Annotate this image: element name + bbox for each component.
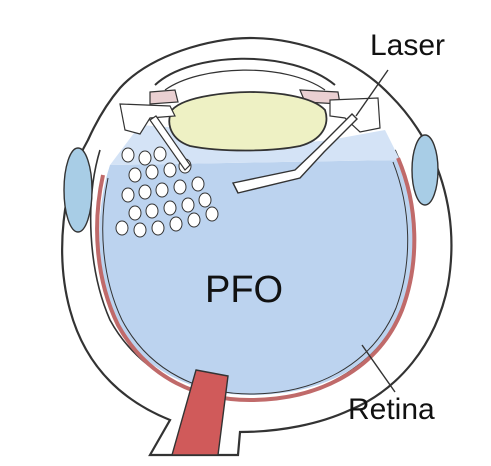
bubble [146,165,158,179]
side-lobe-left [64,148,92,232]
bubble [170,217,182,231]
lens [169,92,326,151]
bubble [156,183,168,197]
bubble [122,148,134,162]
pfo-label: PFO [205,271,283,309]
bubble [146,204,158,218]
bubble [122,188,134,202]
bubble [206,207,218,221]
bubble [129,206,141,220]
bubble [152,221,164,235]
bubble [192,177,204,191]
side-lobe-right [412,135,438,205]
bubble [134,223,146,237]
bubble [164,201,176,215]
bubble [139,185,151,199]
iris-left [150,90,178,104]
retina-label: Retina [348,395,435,425]
bubble [174,180,186,194]
laser-label: Laser [370,31,445,61]
bubble [188,213,200,227]
bubble [182,198,194,212]
bubble [116,221,128,235]
bubble [164,163,176,177]
bubble [129,168,141,182]
bubble [154,147,166,161]
bubble [199,193,211,207]
bubble [139,151,151,165]
